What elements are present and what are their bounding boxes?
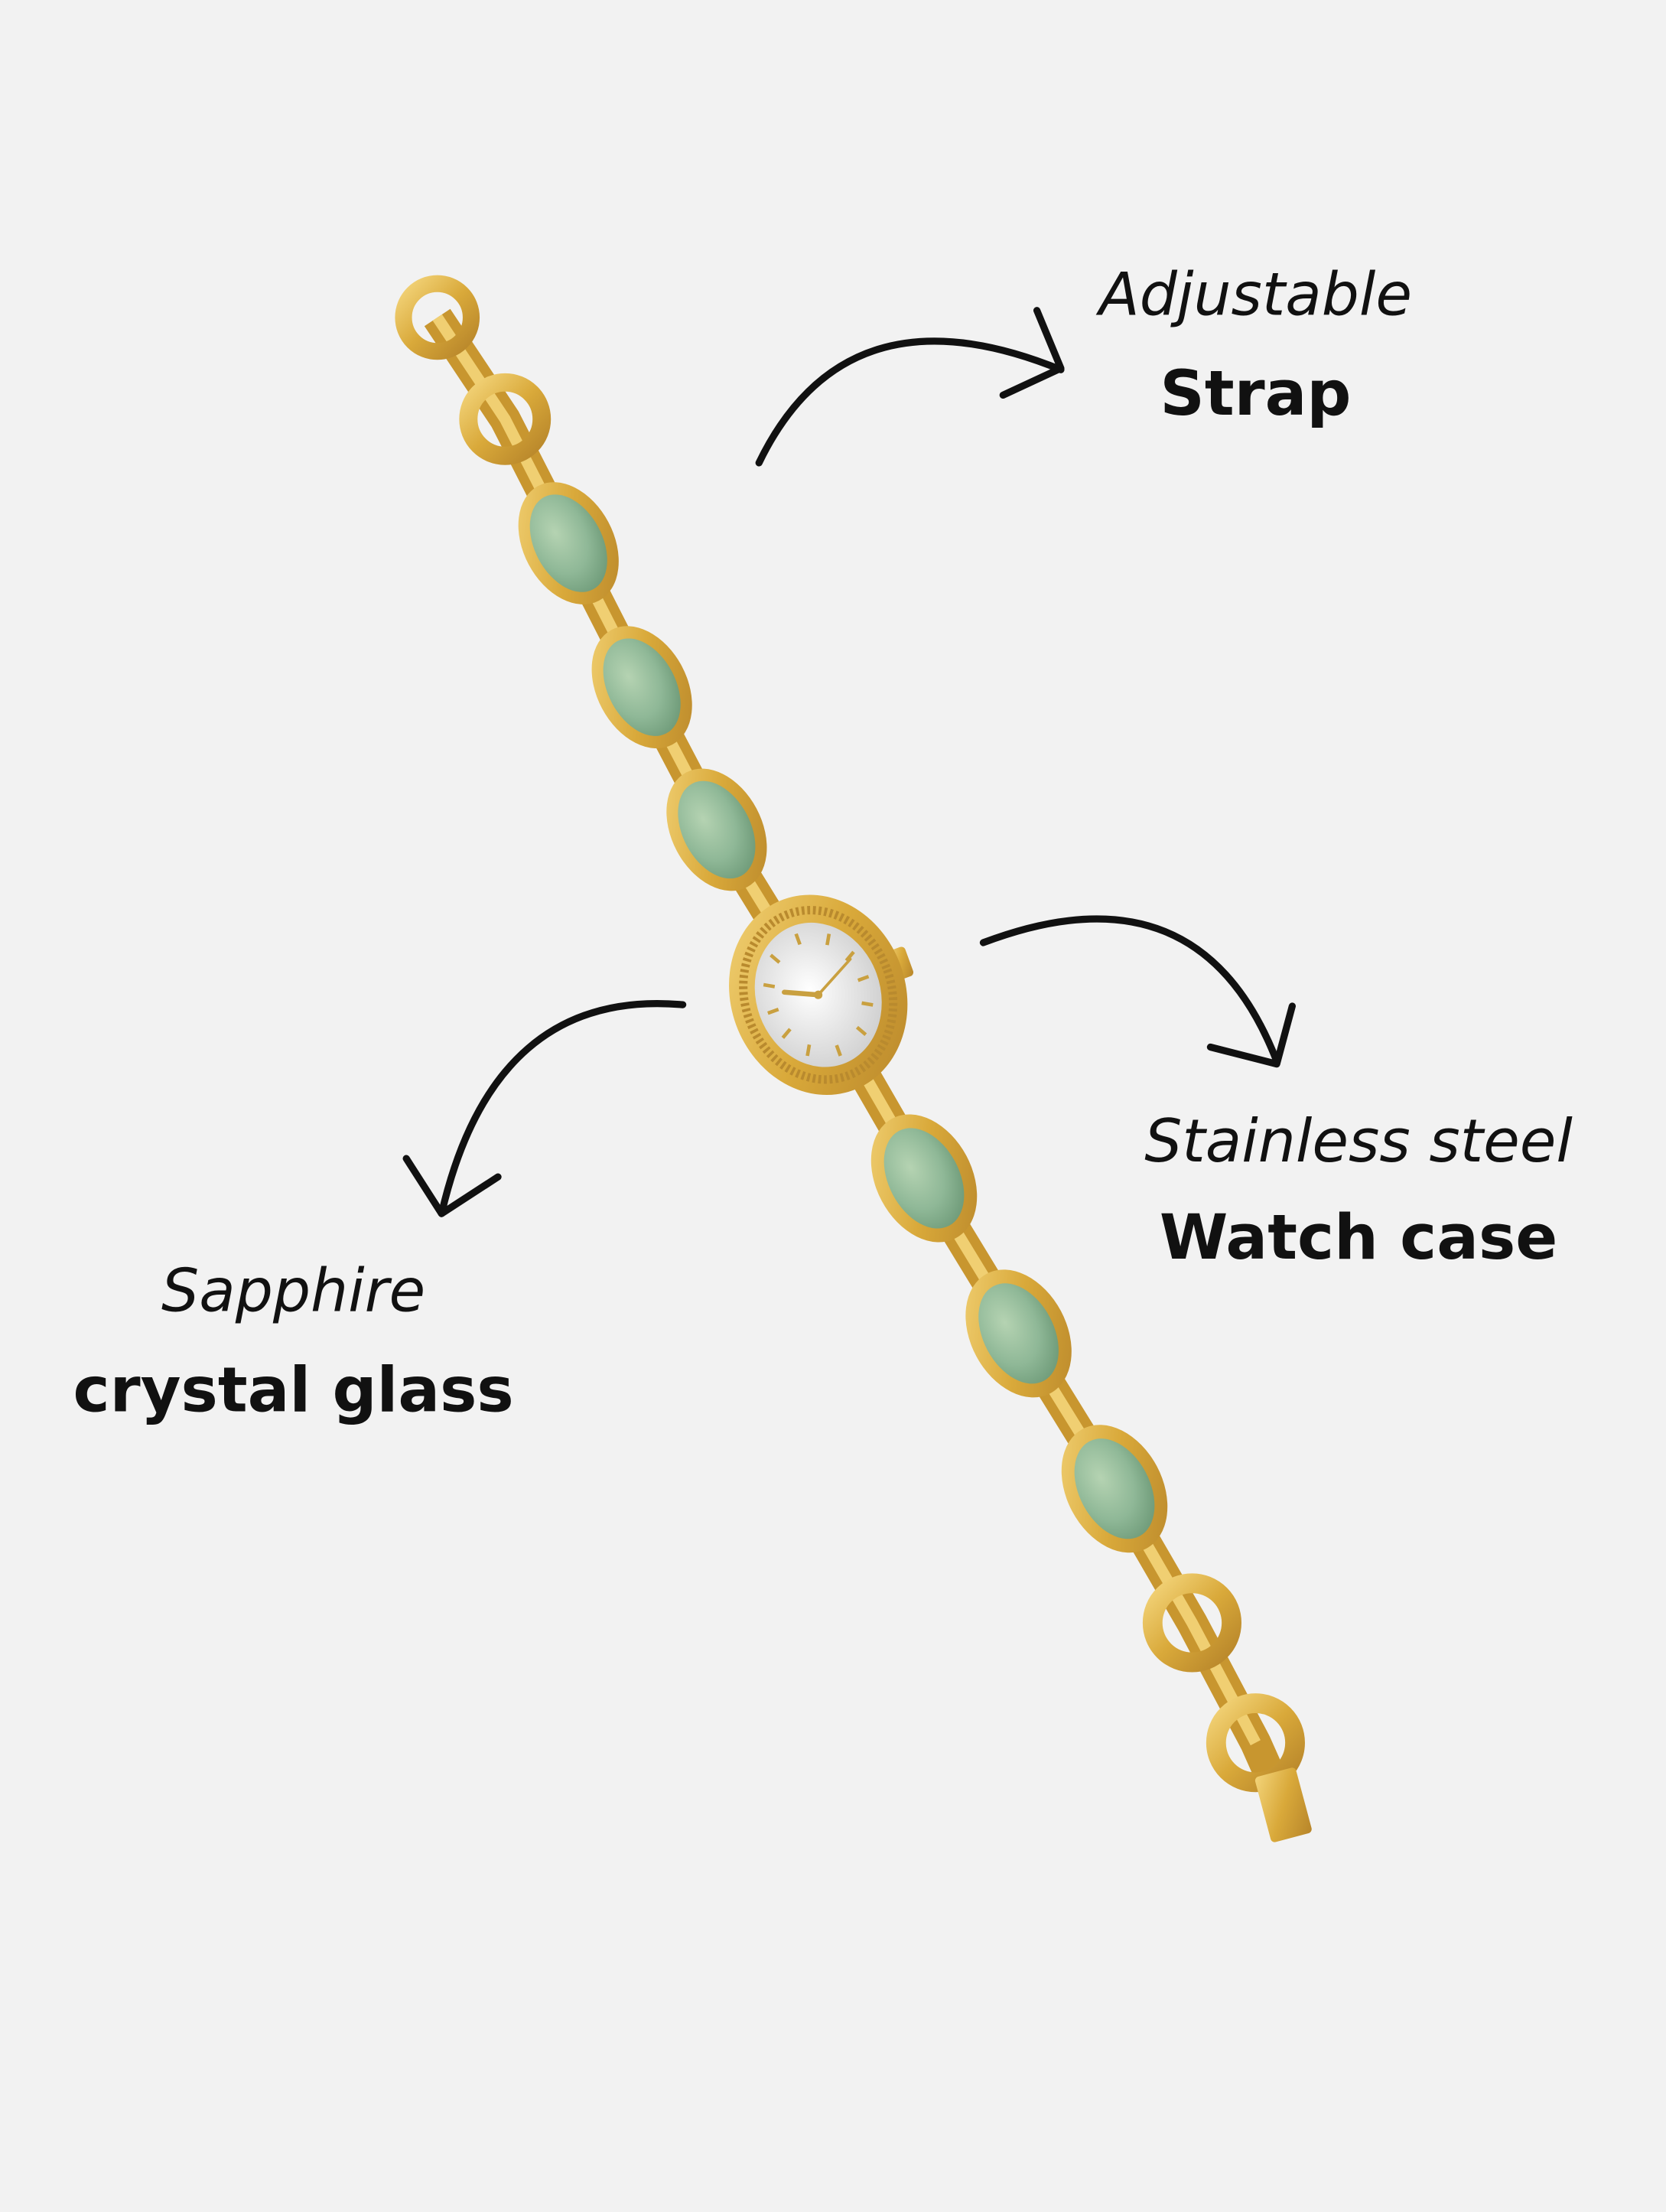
jade-link bbox=[518, 482, 619, 604]
crystal-label-bold: crystal glass bbox=[73, 1354, 514, 1427]
jade-link bbox=[965, 1269, 1072, 1398]
jade-link bbox=[1061, 1425, 1168, 1553]
strap-ring bbox=[1142, 1573, 1241, 1673]
strap-label-bold: Strap bbox=[1160, 358, 1352, 431]
jade-link bbox=[666, 768, 767, 891]
clasp bbox=[1254, 1767, 1312, 1842]
watch-case-label-bold: Watch case bbox=[1159, 1202, 1558, 1275]
clasp-ring-top bbox=[395, 275, 480, 360]
watch-case-label-italic: Stainless steel bbox=[1144, 1106, 1573, 1176]
jade-link bbox=[870, 1114, 978, 1243]
arrow-watch-case-icon bbox=[979, 915, 1296, 1068]
jade-link bbox=[591, 626, 692, 749]
watch-hands bbox=[782, 957, 852, 998]
arrow-crystal-glass-icon bbox=[402, 1000, 687, 1217]
strap-ring bbox=[459, 373, 552, 465]
arrow-strap-icon bbox=[755, 307, 1065, 467]
strap-label-italic: Adjustable bbox=[1098, 259, 1413, 329]
crystal-label-italic: Sapphire bbox=[161, 1256, 426, 1325]
watch-case bbox=[729, 894, 914, 1095]
